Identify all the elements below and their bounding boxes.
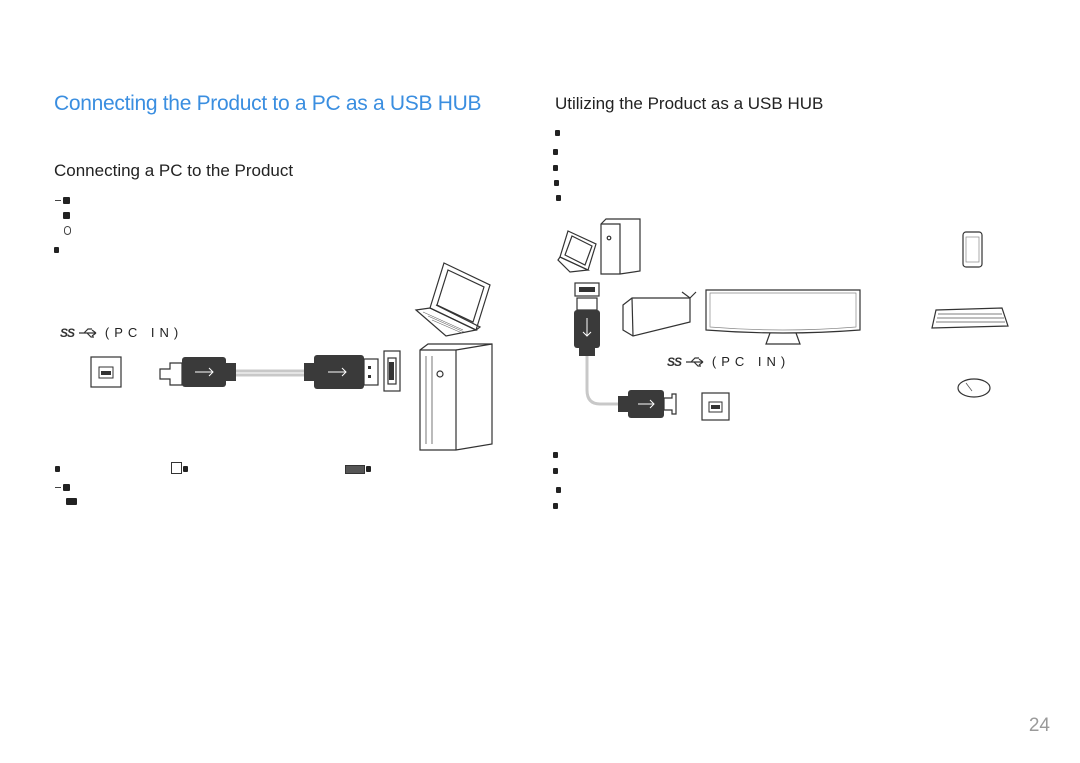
note-dash bbox=[55, 487, 61, 488]
note-glyph bbox=[64, 226, 71, 235]
note-glyph bbox=[553, 468, 558, 474]
note-glyph bbox=[556, 487, 561, 493]
usb-ss-logo-icon: SS bbox=[60, 326, 75, 340]
pc-tower-icon bbox=[419, 343, 493, 451]
caption-glyph bbox=[55, 466, 60, 472]
note-glyph bbox=[63, 212, 70, 219]
note-glyph bbox=[63, 484, 70, 491]
usb-cable-icon bbox=[159, 355, 379, 389]
usb-port-label-right: SS (PC IN) bbox=[667, 354, 791, 369]
pc-tower-icon bbox=[600, 218, 641, 275]
note-glyph bbox=[554, 180, 559, 186]
laptop-icon bbox=[557, 230, 597, 273]
caption-glyph bbox=[183, 466, 188, 472]
laptop-icon bbox=[414, 262, 491, 337]
page-title: Connecting the Product to a PC as a USB … bbox=[54, 92, 482, 115]
usb-a-port-icon bbox=[574, 282, 600, 297]
usb-b-port-icon bbox=[171, 462, 182, 474]
monitor-stand-icon bbox=[622, 291, 697, 337]
note-glyph bbox=[66, 498, 77, 505]
usb-a-port-icon bbox=[345, 465, 365, 474]
caption-glyph bbox=[366, 466, 371, 472]
keyboard-icon bbox=[931, 307, 1009, 329]
monitor-icon bbox=[705, 289, 861, 345]
section-heading-connect-pc: Connecting a PC to the Product bbox=[54, 161, 294, 180]
note-glyph bbox=[553, 165, 558, 171]
note-dash bbox=[55, 200, 61, 201]
note-glyph bbox=[54, 247, 59, 253]
note-glyph bbox=[555, 130, 560, 136]
usb-trident-icon bbox=[686, 357, 704, 367]
note-glyph bbox=[553, 452, 558, 458]
usb-cable-icon bbox=[574, 297, 677, 418]
usb-ss-logo-icon: SS bbox=[667, 355, 682, 369]
mouse-icon bbox=[957, 378, 991, 398]
note-glyph bbox=[553, 149, 558, 155]
section-heading-usb-hub: Utilizing the Product as a USB HUB bbox=[555, 94, 824, 113]
usb-trident-icon bbox=[79, 328, 97, 338]
note-glyph bbox=[553, 503, 558, 509]
smartphone-icon bbox=[962, 231, 983, 268]
note-glyph bbox=[63, 197, 70, 204]
page-number: 24 bbox=[1028, 715, 1050, 736]
usb-b-port-icon bbox=[90, 356, 122, 388]
note-glyph bbox=[556, 195, 561, 201]
usb-port-label-left: SS (PC IN) bbox=[60, 325, 184, 340]
usb-b-port-icon bbox=[701, 392, 730, 421]
usb-a-port-icon bbox=[383, 350, 401, 392]
